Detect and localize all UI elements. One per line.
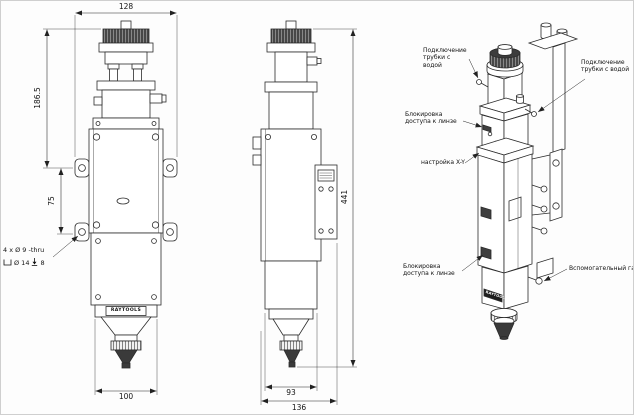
- front-view: [74, 20, 178, 369]
- counterbore-depth: 8: [40, 258, 45, 267]
- callout-auxiliary-gas: Вспомогательный газ: [569, 265, 634, 272]
- dim-side-total-height: 441: [340, 189, 349, 205]
- brand-label-front: RAYTOOLS: [110, 307, 142, 313]
- callout-lens-access-lock-lower: Блокировка доступа к линзе: [403, 263, 455, 278]
- callout-xy-adjustment: настройка X-Y: [421, 159, 465, 166]
- front-dimensions: [43, 10, 178, 395]
- dim-front-hole-spacing: 75: [47, 196, 56, 206]
- iso-view: [475, 22, 579, 340]
- hole-note-line2: Ø 14 8: [3, 258, 45, 268]
- dim-side-bottom-overall: 136: [291, 403, 307, 412]
- iso-callout-leaders: [461, 58, 586, 282]
- callout-water-connection-right: Подключение трубки с водой: [581, 59, 630, 74]
- callout-water-connection-top: Подключение трубки с водой: [423, 47, 467, 69]
- counterbore-diameter: Ø 14: [14, 258, 30, 267]
- depth-icon: [31, 258, 38, 268]
- dim-side-bottom-inner: 93: [286, 388, 296, 397]
- counterbore-icon: [3, 259, 12, 268]
- hole-note-line1: 4 x Ø 9 -thru: [3, 246, 45, 254]
- dim-front-height-upper: 186.5: [33, 87, 42, 109]
- dim-front-bottom-width: 100: [118, 392, 134, 401]
- side-view: [252, 20, 338, 368]
- dim-front-top-width: 128: [118, 2, 134, 11]
- side-dimensions: [260, 28, 357, 405]
- callout-lens-access-lock-upper: Блокировка доступа к линзе: [405, 111, 457, 126]
